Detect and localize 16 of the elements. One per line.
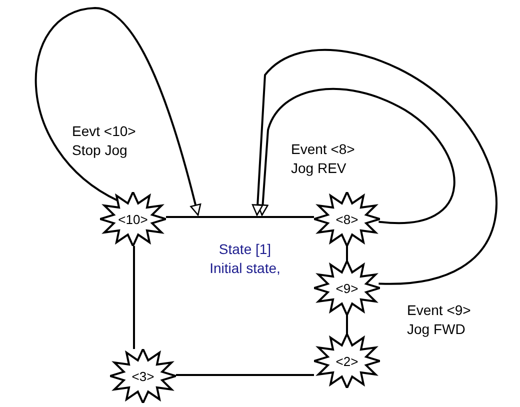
transition-arrow [35,7,202,216]
starburst-node [314,192,380,246]
transition-arrow [257,88,456,224]
event-number: <10> [118,212,148,226]
transition-arrow [252,49,498,285]
starburst-node [314,334,380,388]
event-number: <3> [132,370,154,382]
event-number: <9> [336,282,358,294]
event-number: <8> [336,212,358,226]
state-title: State [1] [218,240,272,259]
state-description: Initial state, [210,259,280,278]
starburst-node [314,261,380,315]
starburst-node [110,349,176,403]
starburst-node [100,192,166,246]
state-box [176,216,314,376]
event-number: <2> [336,354,358,368]
